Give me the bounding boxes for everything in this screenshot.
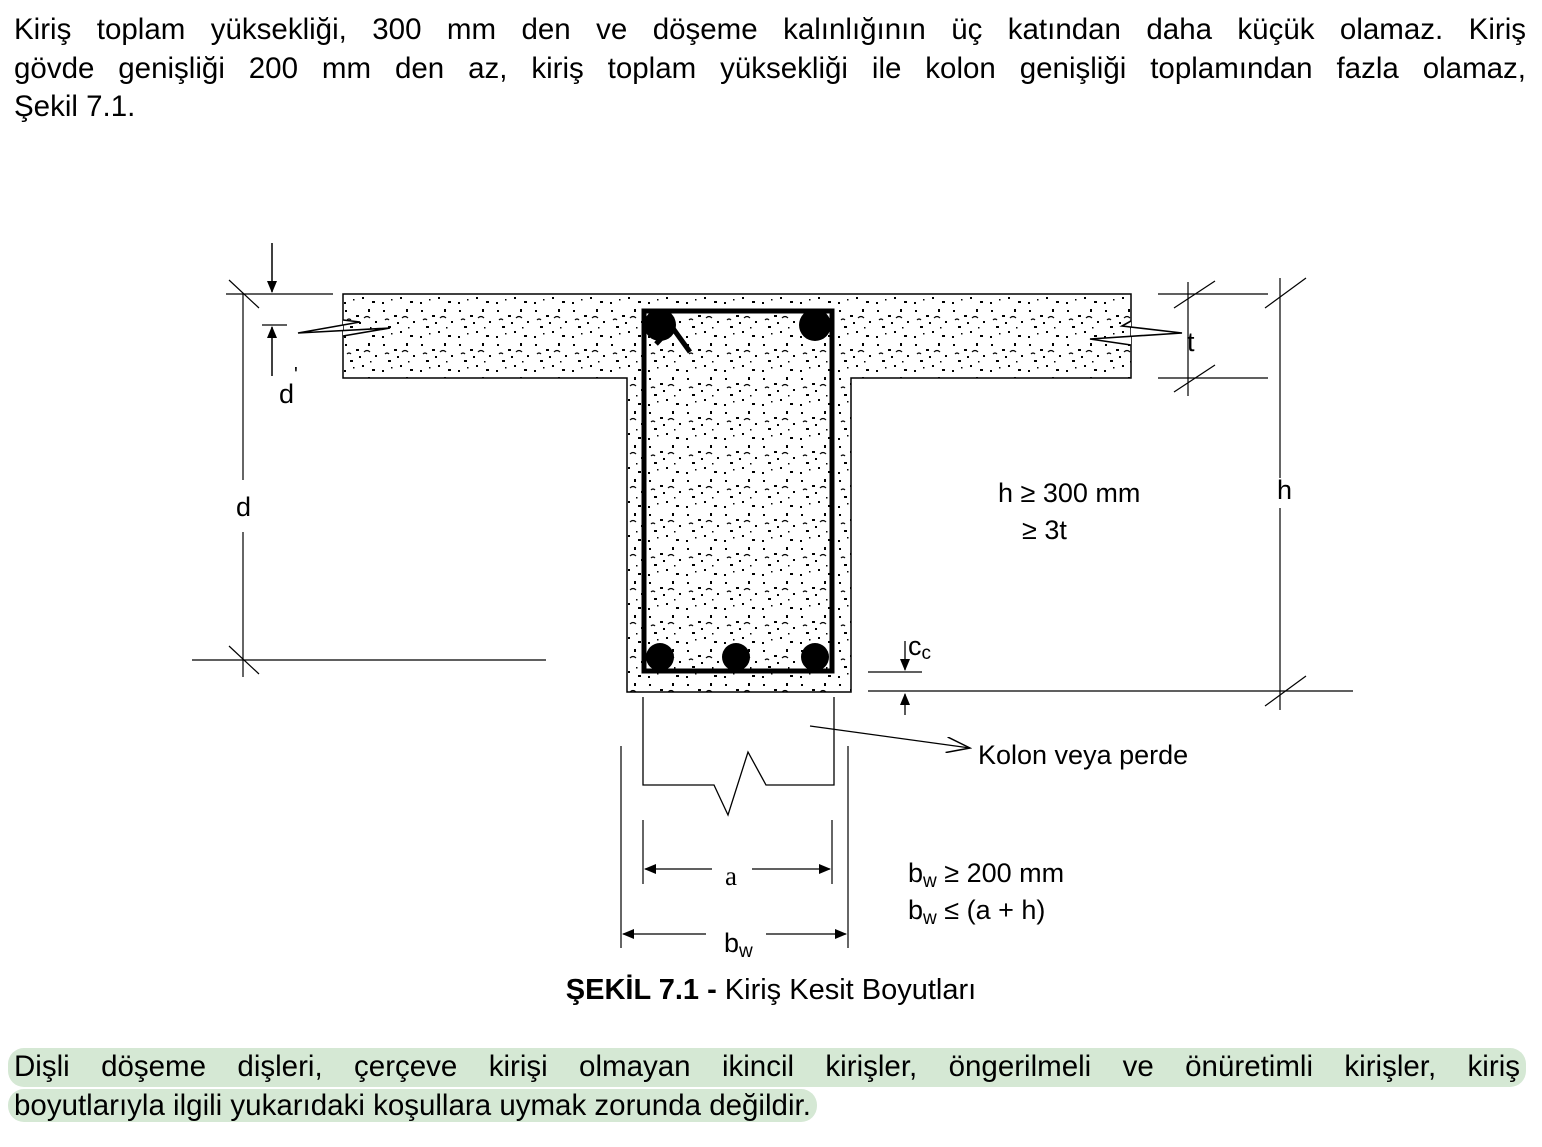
left-break-symbol [297, 319, 391, 337]
column-outline [642, 697, 835, 817]
label-d: d [236, 492, 251, 522]
label-d-prime: d [279, 379, 294, 409]
top-paragraph-line-2: gövde genişliği 200 mm den az, kiriş top… [14, 51, 1526, 85]
highlight-line-1: Dişli döşeme dişleri, çerçeve kirişi olm… [8, 1048, 1526, 1087]
column-leader-arrow [809, 725, 970, 748]
tick [1173, 364, 1216, 393]
bw-condition-1: bw ≥ 200 mm [908, 858, 1064, 892]
label-d-prime-mark: ' [294, 364, 298, 386]
rebar-bottom-right [801, 643, 829, 671]
tick [1173, 280, 1216, 309]
rebar-top-left [644, 309, 676, 341]
top-paragraph-line-1: Kiriş toplam yüksekliği, 300 mm den ve d… [14, 13, 1526, 46]
top-paragraph: Kiriş toplam yüksekliği, 300 mm den ve d… [14, 11, 1526, 127]
figure-number: ŞEKİL 7.1 - [565, 974, 717, 1006]
tick [228, 645, 260, 675]
figure-caption: ŞEKİL 7.1 - Kiriş Kesit Boyutları [0, 974, 1542, 1007]
bw-condition-2: bw ≤ (a + h) [908, 895, 1045, 929]
tick [1264, 277, 1307, 309]
label-column: Kolon veya perde [978, 740, 1188, 770]
rebar-bottom-left [646, 643, 674, 671]
stirrup [641, 308, 835, 674]
label-t: t [1187, 327, 1195, 357]
label-a: a [725, 861, 737, 891]
h-condition-1: h ≥ 300 mm [998, 478, 1140, 508]
bottom-paragraph-highlighted: Dişli döşeme dişleri, çerçeve kirişi olm… [8, 1048, 1526, 1126]
highlight-line-2: boyutlarıyla ilgili yukarıdaki koşullara… [8, 1088, 817, 1122]
bottom-paragraph-line-2: boyutlarıyla ilgili yukarıdaki koşullara… [8, 1087, 1526, 1126]
label-h: h [1277, 475, 1292, 505]
figure-title: Kiriş Kesit Boyutları [716, 974, 977, 1006]
rebar-top-right [799, 309, 831, 341]
label-bw: bw [724, 928, 753, 962]
top-paragraph-line-3: Şekil 7.1. [14, 90, 136, 123]
stirrup-hook [669, 325, 693, 354]
right-break-symbol [1089, 320, 1183, 346]
rebar-bottom-middle [722, 643, 750, 671]
h-condition-2: ≥ 3t [1022, 515, 1067, 545]
bottom-paragraph-line-1: Dişli döşeme dişleri, çerçeve kirişi olm… [8, 1048, 1526, 1087]
tick [228, 279, 260, 309]
label-cc: cc [908, 631, 931, 664]
